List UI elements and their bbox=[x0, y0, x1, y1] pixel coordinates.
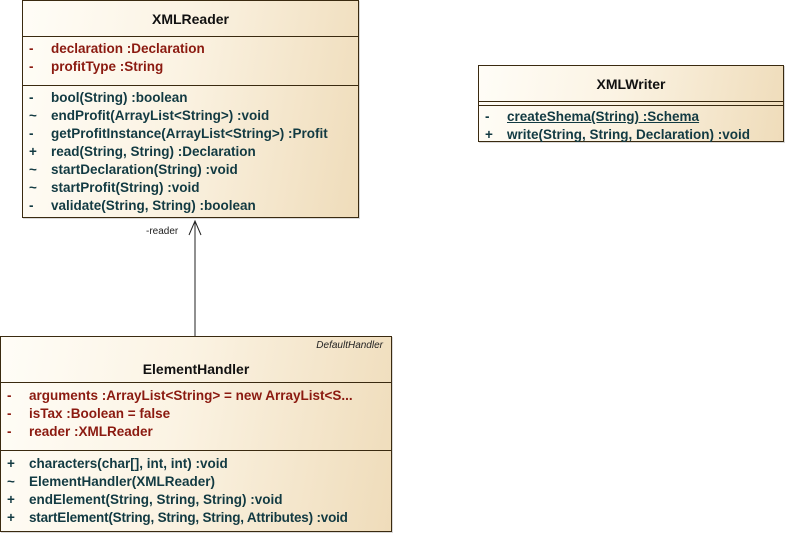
operation-text: startProfit(String) :void bbox=[51, 180, 200, 195]
operation-row[interactable]: - bool(String) :boolean bbox=[23, 89, 358, 107]
attributes-compartment: - arguments :ArrayList<String> = new Arr… bbox=[1, 382, 391, 450]
visibility-marker: - bbox=[29, 41, 34, 56]
operation-text: getProfitInstance(ArrayList<String>) :Pr… bbox=[51, 126, 328, 141]
operation-text: startDeclaration(String) :void bbox=[51, 162, 238, 177]
class-name: XMLReader bbox=[151, 11, 230, 27]
navigability-arrowhead bbox=[188, 219, 202, 236]
operation-row[interactable]: + endElement(String, String, String) :vo… bbox=[1, 491, 391, 509]
visibility-marker: - bbox=[29, 198, 34, 213]
class-xmlreader[interactable]: XMLReader - declaration :Declaration - p… bbox=[22, 0, 359, 218]
attributes-compartment: - declaration :Declaration - profitType … bbox=[23, 36, 358, 85]
operation-row[interactable]: - getProfitInstance(ArrayList<String>) :… bbox=[23, 125, 358, 143]
attribute-row[interactable]: - isTax :Boolean = false bbox=[1, 405, 391, 423]
visibility-marker: + bbox=[7, 456, 15, 471]
operation-row[interactable]: ~ endProfit(ArrayList<String>) :void bbox=[23, 107, 358, 125]
operation-row[interactable]: + write(String, String, Declaration) :vo… bbox=[479, 126, 783, 144]
operation-row[interactable]: + startElement(String, String, String, A… bbox=[1, 509, 391, 527]
attribute-row[interactable]: - reader :XMLReader bbox=[1, 423, 391, 441]
operation-text: startElement(String, String, String, Att… bbox=[29, 510, 348, 525]
attribute-text: isTax :Boolean = false bbox=[29, 406, 171, 421]
operations-compartment: - bool(String) :boolean ~ endProfit(Arra… bbox=[23, 85, 358, 215]
attribute-row[interactable]: - declaration :Declaration bbox=[23, 40, 358, 58]
visibility-marker: + bbox=[7, 492, 15, 507]
visibility-marker: ~ bbox=[7, 474, 15, 489]
operation-text: validate(String, String) :boolean bbox=[51, 198, 256, 213]
visibility-marker: - bbox=[7, 406, 12, 421]
operation-text: characters(char[], int, int) :void bbox=[29, 456, 228, 471]
operation-row[interactable]: ~ ElementHandler(XMLReader) bbox=[1, 473, 391, 491]
operation-text: createShema(String) :Schema bbox=[507, 109, 700, 124]
operations-compartment: - createShema(String) :Schema + write(St… bbox=[479, 105, 783, 144]
operation-row[interactable]: - createShema(String) :Schema bbox=[479, 108, 783, 126]
operations-compartment: + characters(char[], int, int) :void ~ E… bbox=[1, 450, 391, 527]
operation-row[interactable]: + read(String, String) :Declaration bbox=[23, 143, 358, 161]
class-stereotype: DefaultHandler bbox=[316, 340, 383, 351]
visibility-marker: - bbox=[485, 109, 490, 124]
operation-row[interactable]: + characters(char[], int, int) :void bbox=[1, 455, 391, 473]
operation-row[interactable]: - validate(String, String) :boolean bbox=[23, 197, 358, 215]
visibility-marker: + bbox=[7, 510, 15, 525]
visibility-marker: - bbox=[7, 424, 12, 439]
operation-text: endElement(String, String, String) :void bbox=[29, 492, 283, 507]
operation-text: bool(String) :boolean bbox=[51, 90, 188, 105]
visibility-marker: ~ bbox=[29, 162, 37, 177]
visibility-marker: - bbox=[29, 90, 34, 105]
visibility-marker: - bbox=[7, 388, 12, 403]
class-name: XMLWriter bbox=[596, 76, 666, 92]
visibility-marker: ~ bbox=[29, 108, 37, 123]
operation-row[interactable]: ~ startProfit(String) :void bbox=[23, 179, 358, 197]
operation-text: ElementHandler(XMLReader) bbox=[29, 474, 216, 489]
attributes-compartment bbox=[479, 101, 783, 105]
visibility-marker: + bbox=[29, 144, 37, 159]
class-elementhandler[interactable]: DefaultHandler ElementHandler - argument… bbox=[0, 336, 392, 532]
attribute-row[interactable]: - arguments :ArrayList<String> = new Arr… bbox=[1, 387, 391, 405]
visibility-marker: ~ bbox=[29, 180, 37, 195]
class-xmlwriter[interactable]: XMLWriter - createShema(String) :Schema … bbox=[478, 65, 784, 142]
attribute-text: reader :XMLReader bbox=[29, 424, 153, 439]
class-name: ElementHandler bbox=[142, 361, 250, 377]
attribute-text: profitType :String bbox=[51, 59, 164, 74]
operation-text: endProfit(ArrayList<String>) :void bbox=[51, 108, 270, 123]
operation-row[interactable]: ~ startDeclaration(String) :void bbox=[23, 161, 358, 179]
attribute-text: declaration :Declaration bbox=[51, 41, 205, 56]
attribute-row[interactable]: - profitType :String bbox=[23, 58, 358, 76]
operation-text: read(String, String) :Declaration bbox=[51, 144, 256, 159]
operation-text: write(String, String, Declaration) :void bbox=[507, 127, 751, 142]
visibility-marker: - bbox=[29, 59, 34, 74]
attribute-text: arguments :ArrayList<String> = new Array… bbox=[29, 388, 353, 403]
visibility-marker: - bbox=[29, 126, 34, 141]
association-role-label: -reader bbox=[146, 226, 179, 237]
visibility-marker: + bbox=[485, 127, 493, 142]
